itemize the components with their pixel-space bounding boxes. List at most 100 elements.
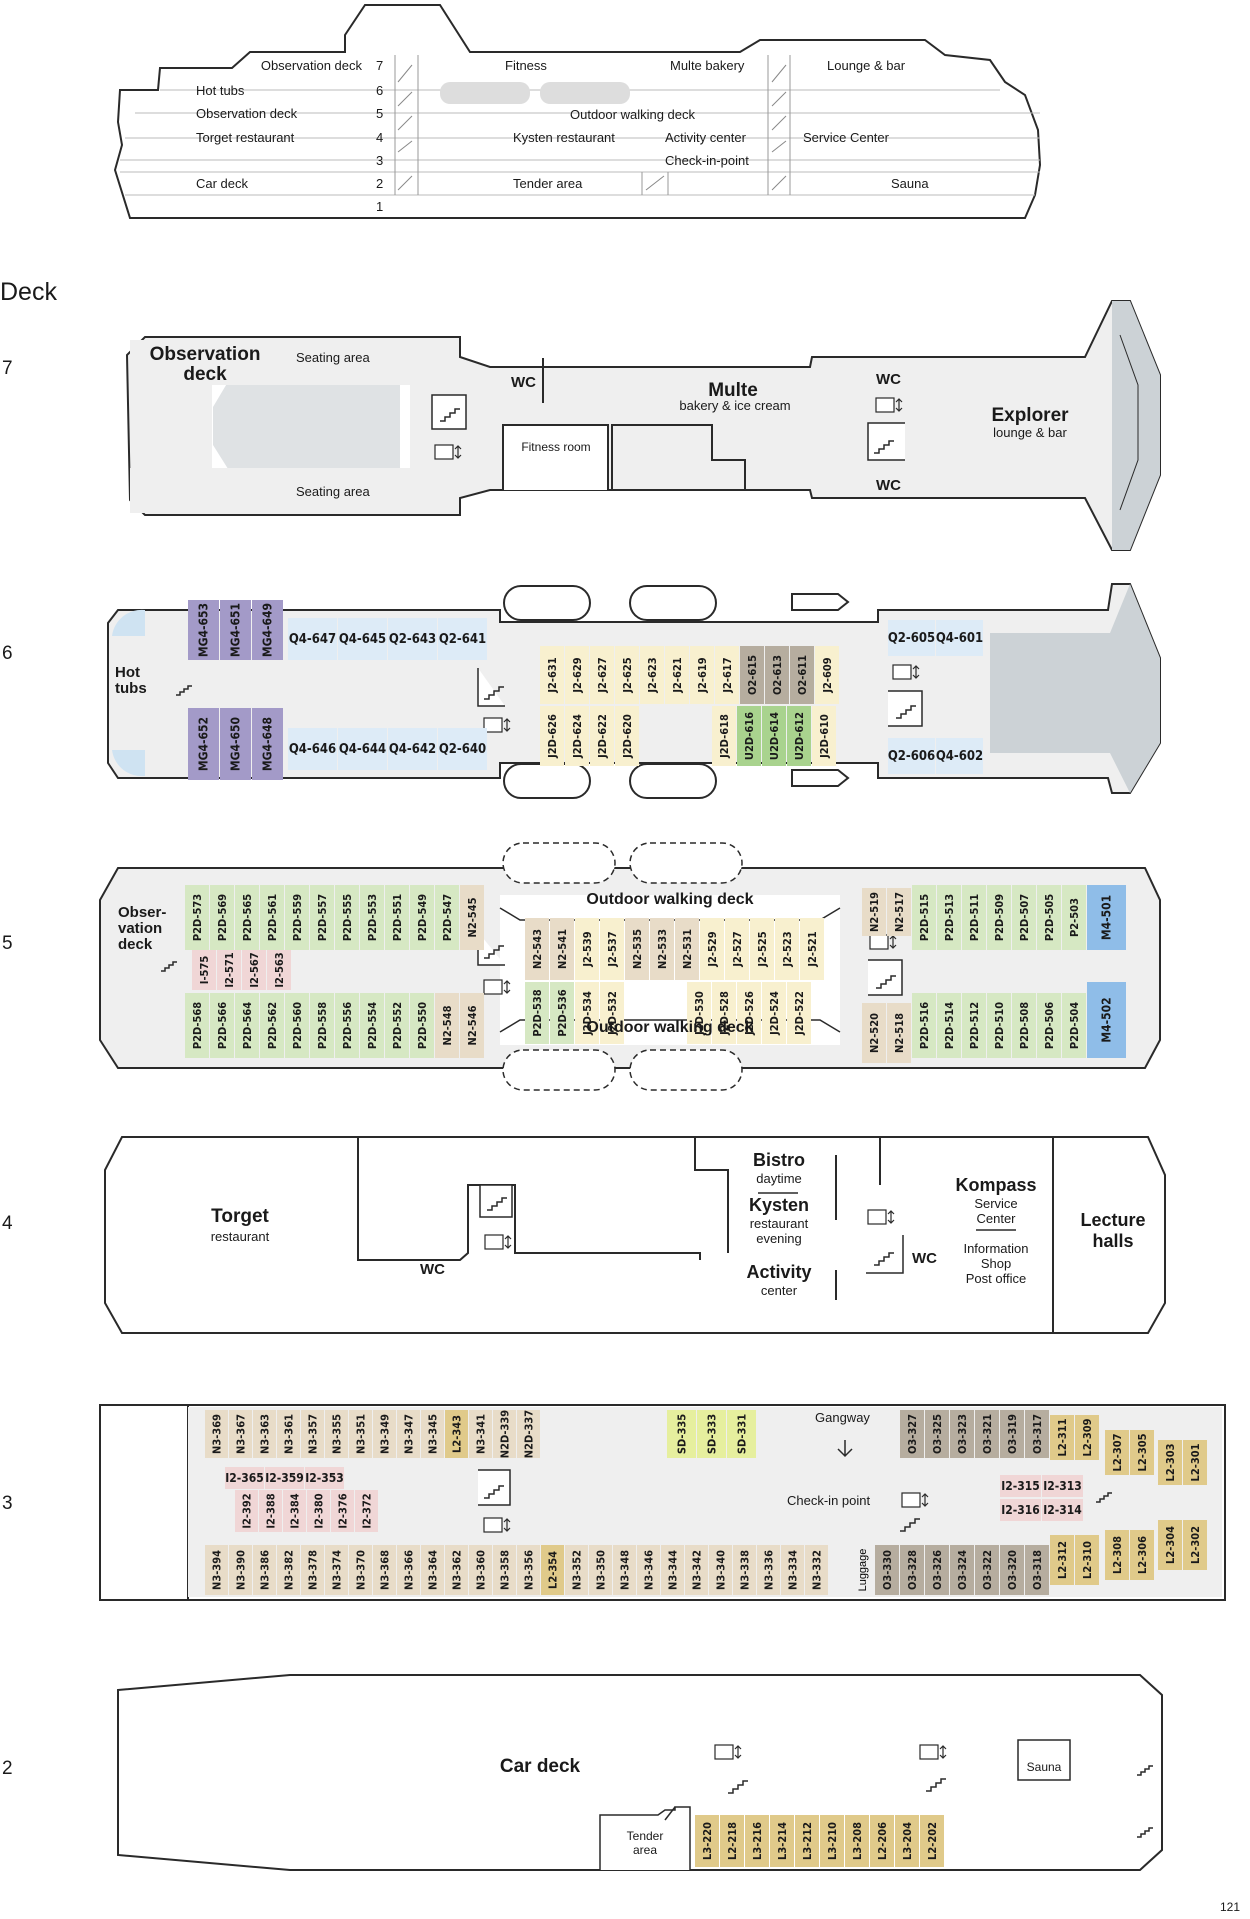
cabin-label: N3-361 — [283, 1414, 296, 1454]
cabin-n2d-337 — [517, 1410, 540, 1458]
cabin-j2d-528 — [712, 982, 736, 1044]
cabin-label: J2D-618 — [718, 714, 731, 759]
cabin-label: O3-322 — [981, 1550, 994, 1590]
cabin-j2d-532 — [600, 982, 624, 1044]
cabin-label: N3-374 — [331, 1550, 344, 1590]
cabin-j2d-526 — [737, 982, 761, 1044]
lifeboat-icon — [502, 842, 616, 884]
stairs-icon — [867, 422, 905, 461]
cabin-n3-362 — [445, 1545, 468, 1595]
cabin-label: N2-546 — [466, 1005, 479, 1045]
cabin-label: MG4-650 — [229, 717, 243, 771]
shop-label: Shop — [980, 1256, 1012, 1271]
cabin-label: O3-319 — [1006, 1414, 1019, 1454]
cabin-p2d-538 — [525, 982, 549, 1044]
cabin-p2d-514 — [937, 993, 961, 1058]
cabin-label: J2-623 — [646, 657, 659, 693]
cabin-label: P2D-558 — [316, 1002, 329, 1049]
cabin-label: Q4-601 — [936, 631, 983, 646]
cabin-label: P2D-562 — [266, 1002, 279, 1049]
cabin-p2d-504 — [1062, 993, 1086, 1058]
cabin-label: MG4-648 — [261, 717, 275, 771]
cabin-l2-303 — [1158, 1440, 1182, 1485]
cabin-n3-347 — [397, 1410, 420, 1458]
cabin-label: N3-338 — [739, 1550, 752, 1590]
cabin-o3-324 — [950, 1545, 974, 1595]
stairs-icon — [866, 1235, 904, 1274]
cabin-n3-374 — [325, 1545, 348, 1595]
cabin-p2d-553 — [360, 885, 384, 950]
cabin-label: L2-307 — [1111, 1433, 1124, 1471]
cabin-n3-349 — [373, 1410, 396, 1458]
cabin-label: J2D-624 — [571, 714, 584, 759]
cabin-label: I2-388 — [265, 1493, 278, 1528]
cabin-label: L2-343 — [451, 1415, 464, 1453]
cabin-i2-567 — [242, 950, 266, 990]
cabin-label: L3-204 — [901, 1822, 914, 1860]
cabin-label: J2D-522 — [793, 991, 806, 1036]
cabin-q4-647 — [288, 618, 337, 660]
cabin-n3-369 — [205, 1410, 228, 1458]
cabin-l3-210 — [820, 1815, 844, 1867]
cabin-j2-537 — [600, 918, 624, 980]
cabin-n3-348 — [613, 1545, 636, 1595]
cabin-label: L2-301 — [1189, 1443, 1202, 1481]
cabin-i2-392 — [235, 1490, 258, 1532]
cabin-label: L2-305 — [1136, 1433, 1149, 1471]
profile-2-num: 2 — [376, 176, 384, 191]
cabin-p2d-547 — [435, 885, 459, 950]
cabin-o3-326 — [925, 1545, 949, 1595]
cabin-j2-523 — [775, 918, 799, 980]
ship-profile — [113, 4, 1042, 219]
cabin-label: N3-346 — [643, 1550, 656, 1590]
cabin-o3-323 — [950, 1410, 974, 1458]
cabin-l2-354 — [541, 1545, 564, 1595]
cabin-label: N3-394 — [211, 1550, 224, 1590]
cabin-label: N3-364 — [427, 1550, 440, 1590]
cabin-label: N2-548 — [441, 1005, 454, 1045]
cabin-sd-331 — [727, 1410, 756, 1458]
kysten-subtitle-1: restaurant — [749, 1216, 809, 1231]
observation-deck-outline — [213, 370, 400, 480]
bistro-subtitle: daytime — [756, 1171, 802, 1186]
wc-label: WC — [511, 374, 536, 391]
cabin-label: N3-378 — [307, 1550, 320, 1590]
cabin-label: M4-501 — [1100, 895, 1114, 940]
profile-7-num: 7 — [376, 58, 384, 73]
cabin-o2-611 — [790, 646, 814, 704]
cabin-label: MG4-652 — [197, 717, 211, 771]
cabin-label: I2-392 — [241, 1493, 254, 1528]
cabin-label: N3-382 — [283, 1550, 296, 1590]
multe-title: Multe — [708, 380, 758, 401]
cabin-i2-313 — [1042, 1475, 1083, 1497]
cabin-n3-390 — [229, 1545, 252, 1595]
cabin-j2-525 — [750, 918, 774, 980]
cabin-o3-327 — [900, 1410, 924, 1458]
cabin-i2-563 — [267, 950, 291, 990]
cabin-j2d-530 — [687, 982, 711, 1044]
cabin-label: I2-380 — [313, 1493, 326, 1528]
cabin-label: N2-543 — [531, 929, 544, 969]
cabin-j2d-618 — [712, 706, 736, 766]
cabin-label: O3-328 — [906, 1550, 919, 1590]
lifeboat-icon — [629, 842, 743, 884]
tender-boat-icon — [791, 769, 850, 787]
cabin-o2-615 — [740, 646, 764, 704]
cabin-label: U2D-612 — [793, 712, 806, 760]
wc-label: WC — [876, 371, 901, 388]
profile-2-mid1: Tender area — [513, 176, 583, 191]
cabin-o2-613 — [765, 646, 789, 704]
cabin-p2d-552 — [385, 993, 409, 1058]
profile-1-num: 1 — [376, 199, 384, 214]
elevator-icon — [875, 397, 895, 413]
cabin-o3-321 — [975, 1410, 999, 1458]
cabin-o3-330 — [875, 1545, 899, 1595]
profile-7-right: Lounge & bar — [827, 58, 906, 73]
elevator-icon — [919, 1744, 939, 1760]
cabin-p2d-562 — [260, 993, 284, 1058]
cabin-label: P2D-557 — [316, 894, 329, 941]
cabin-l2-302 — [1183, 1520, 1207, 1570]
cabin-label: L3-214 — [776, 1822, 789, 1860]
